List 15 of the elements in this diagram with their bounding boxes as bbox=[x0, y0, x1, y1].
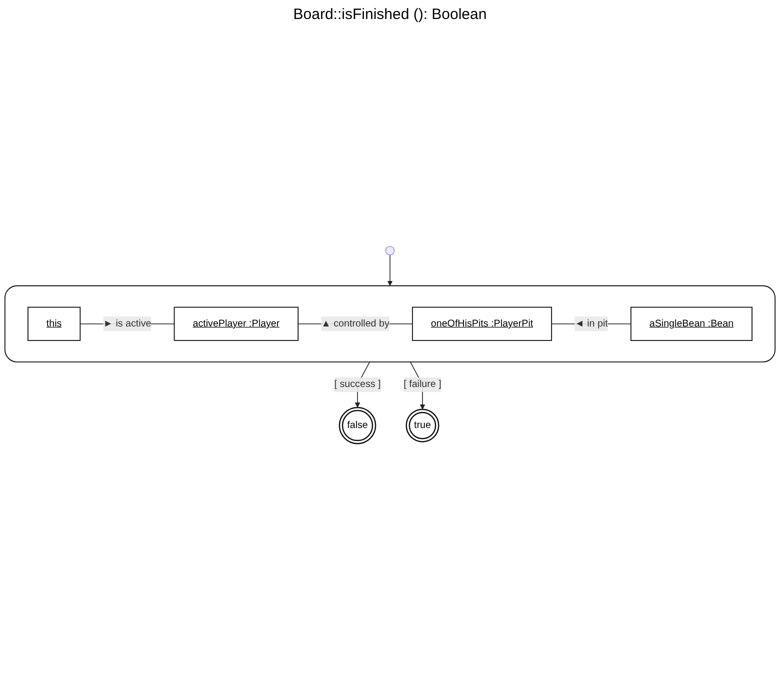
edge-label: ► is active bbox=[103, 318, 152, 329]
edge-label: [ success ] bbox=[334, 379, 381, 390]
edge-label: ◄ in pit bbox=[574, 318, 608, 329]
node-box: oneOfHisPits :PlayerPit bbox=[412, 306, 552, 341]
node-box: aSingleBean :Bean bbox=[630, 306, 752, 341]
node-box: activePlayer :Player bbox=[174, 306, 299, 341]
arrow bbox=[387, 254, 393, 286]
edge-label: [ failure ] bbox=[404, 379, 442, 390]
diagram-title: Board::isFinished (): Boolean bbox=[292, 5, 488, 25]
node-box: this bbox=[28, 306, 81, 341]
node-circle: false bbox=[338, 406, 376, 444]
cluster bbox=[4, 285, 776, 362]
node-circle: true bbox=[406, 408, 440, 442]
node-circle bbox=[385, 246, 395, 256]
edge-label: ▲ controlled by bbox=[321, 318, 390, 329]
